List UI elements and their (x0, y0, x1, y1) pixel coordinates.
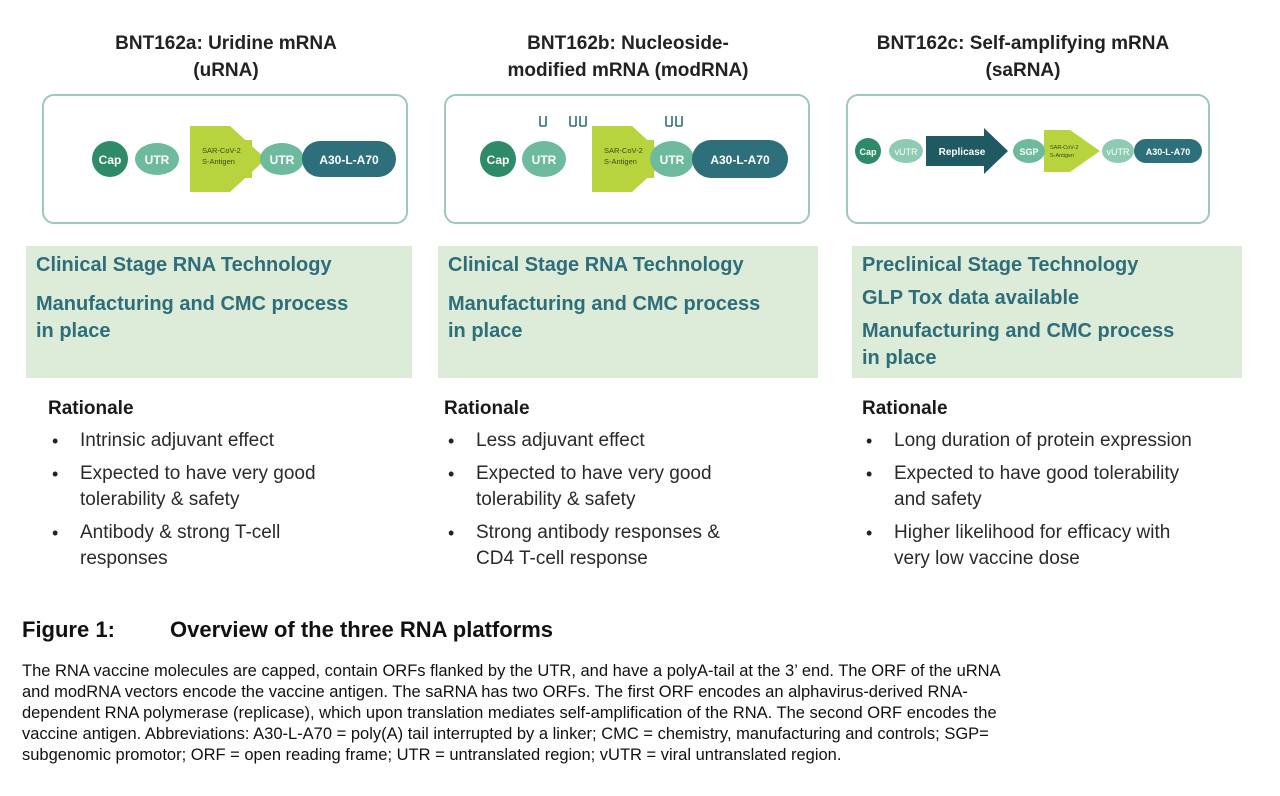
antigen-arrow-head (190, 126, 266, 192)
vutr-label: vUTR (895, 147, 918, 157)
rna-construct-diagram: SAR-CoV-2 S-Antigen UTR Cap UTR A30-L-A7… (444, 94, 810, 224)
tech-line: Manufacturing and CMC process (448, 293, 761, 315)
rationale-heading: Rationale (862, 398, 948, 419)
cap-node (480, 141, 516, 177)
replicase-arrow (926, 128, 1008, 174)
cap-node (855, 138, 881, 164)
technology-status-box: Clinical Stage RNA Technology Manufactur… (26, 246, 412, 378)
antigen-label-line1: SAR-CoV-2 (604, 146, 643, 155)
antigen-label-line2: S-Antigen (202, 157, 235, 166)
rationale-bullet: Higher likelihood for efficacy withvery … (862, 520, 1252, 572)
utr-label: UTR (660, 153, 685, 167)
rationale-bullet: Long duration of protein expression (862, 428, 1252, 454)
antigen-label-line2: S-Antigen (604, 157, 637, 166)
caption-line: and modRNA vectors encode the vaccine an… (22, 683, 968, 701)
sarna-construct-svg: Replicase vUTR Cap SAR-CoV-2 S-Antigen S… (855, 128, 1202, 174)
cap-node (92, 141, 128, 177)
tech-line: in place (36, 320, 111, 342)
rationale-list: Long duration of protein expression Expe… (862, 428, 1252, 572)
rationale-bullet: Intrinsic adjuvant effect (48, 428, 418, 454)
antigen-label-line2: S-Antigen (1050, 153, 1074, 159)
figure-title: Figure 1: Overview of the three RNA platf… (22, 617, 553, 643)
polya-tail-segment (692, 140, 788, 178)
polya-tail-label: A30-L-A70 (710, 153, 770, 167)
tech-line: Manufacturing and CMC process (36, 293, 349, 315)
cap-label: Cap (487, 153, 510, 167)
figure-caption: The RNA vaccine molecules are capped, co… (22, 661, 1262, 766)
rationale-bullet: Strong antibody responses &CD4 T-cell re… (444, 520, 824, 572)
cap-label: Cap (99, 153, 122, 167)
tech-line: Clinical Stage RNA Technology (36, 254, 332, 276)
polya-tail-label: A30-L-A70 (319, 153, 379, 167)
figure-label: Figure 1: (22, 617, 115, 642)
tech-line: Manufacturing and CMC process (862, 320, 1175, 342)
platform-column-modrna: BNT162b: Nucleoside- modified mRNA (modR… (428, 0, 828, 600)
urna-construct-svg: SAR-CoV-2 S-Antigen UTR Cap UTR A30-L-A7… (92, 126, 396, 192)
replicase-label: Replicase (939, 147, 986, 158)
technology-status-box: Preclinical Stage Technology GLP Tox dat… (852, 246, 1242, 378)
rationale-section: Rationale Intrinsic adjuvant effect Expe… (48, 398, 418, 579)
figure-title-text: Overview of the three RNA platforms (170, 617, 554, 642)
utr-label: UTR (270, 153, 295, 167)
rationale-list: Intrinsic adjuvant effect Expected to ha… (48, 428, 418, 572)
tech-line: GLP Tox data available (862, 287, 1080, 309)
cap-label: Cap (859, 147, 877, 157)
tech-line: in place (448, 320, 523, 342)
utr-segment-5prime (135, 143, 179, 175)
polya-tail-label: A30-L-A70 (1146, 147, 1191, 157)
vutr-segment-5prime (889, 139, 923, 163)
rationale-heading: Rationale (444, 398, 530, 419)
utr-segment-3prime (650, 141, 694, 177)
antigen-arrow-head (592, 126, 668, 192)
utr-label: UTR (145, 153, 170, 167)
caption-line: subgenomic promotor; ORF = open reading … (22, 746, 842, 764)
utr-segment-3prime (260, 143, 304, 175)
platform-column-sarna: BNT162c: Self-amplifying mRNA (saRNA) Re… (830, 0, 1250, 600)
polya-tail-segment (302, 141, 396, 177)
utr-segment-5prime (522, 141, 566, 177)
sgp-label: SGP (1019, 147, 1038, 157)
tech-line (448, 279, 808, 291)
platform-column-urna: BNT162a: Uridine mRNA (uRNA) SAR-CoV-2 S… (26, 0, 426, 600)
rna-construct-diagram: SAR-CoV-2 S-Antigen UTR Cap UTR A30-L-A7… (42, 94, 408, 224)
rna-construct-diagram: Replicase vUTR Cap SAR-CoV-2 S-Antigen S… (846, 94, 1210, 224)
caption-line: dependent RNA polymerase (replicase), wh… (22, 704, 997, 722)
vutr-segment-3prime (1102, 139, 1134, 163)
rationale-section: Rationale Long duration of protein expre… (862, 398, 1252, 579)
caption-line: vaccine antigen. Abbreviations: A30-L-A7… (22, 725, 989, 743)
tech-line: Clinical Stage RNA Technology (448, 254, 744, 276)
tech-line: in place (862, 347, 937, 369)
antigen-label-line1: SAR-CoV-2 (1050, 145, 1078, 151)
caption-line: The RNA vaccine molecules are capped, co… (22, 662, 1001, 680)
antigen-arrow-head (1044, 130, 1100, 172)
vutr-label: vUTR (1107, 147, 1130, 157)
tech-line: Preclinical Stage Technology (862, 254, 1139, 276)
rationale-bullet: Less adjuvant effect (444, 428, 824, 454)
utr-label: UTR (532, 153, 557, 167)
tech-line (36, 279, 402, 291)
modrna-construct-svg: SAR-CoV-2 S-Antigen UTR Cap UTR A30-L-A7… (480, 116, 788, 192)
platform-title: BNT162c: Self-amplifying mRNA (saRNA) (876, 33, 1170, 81)
nucleoside-modification-icon (539, 116, 683, 127)
antigen-label-line1: SAR-CoV-2 (202, 146, 241, 155)
technology-status-box: Clinical Stage RNA Technology Manufactur… (438, 246, 818, 378)
polya-tail-segment (1134, 139, 1202, 163)
rationale-heading: Rationale (48, 398, 134, 419)
rationale-list: Less adjuvant effect Expected to have ve… (444, 428, 824, 572)
rationale-section: Rationale Less adjuvant effect Expected … (444, 398, 824, 579)
platform-title: BNT162a: Uridine mRNA (uRNA) (115, 33, 337, 81)
sgp-segment (1013, 139, 1045, 163)
platform-title: BNT162b: Nucleoside- modified mRNA (modR… (507, 33, 749, 81)
